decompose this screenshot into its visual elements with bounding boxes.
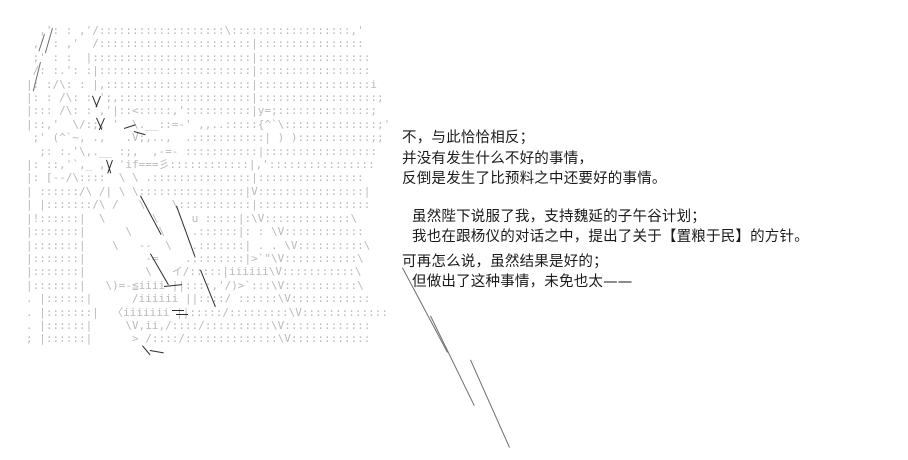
dialogue-paragraph-3: 可再怎么说，虽然结果是好的； 但做出了这种事情，未免也太—— — [402, 252, 894, 293]
dialogue-box: 不，与此恰恰相反； 并没有发生什么不好的事情， 反倒是发生了比预料之中还要好的事… — [402, 128, 894, 293]
dialogue-paragraph-1: 不，与此恰恰相反； 并没有发生什么不好的事情， 反倒是发生了比预料之中还要好的事… — [402, 128, 894, 190]
paragraph-spacer — [402, 190, 894, 207]
dialogue-line: 可再怎么说，虽然结果是好的； — [402, 253, 608, 270]
dialogue-line: 并没有发生什么不好的事情， — [402, 150, 594, 167]
dialogue-line: 虽然陛下说服了我，支持魏延的子午谷计划； — [412, 208, 706, 225]
dialogue-line: 我也在跟杨仪的对话之中，提出了关于【置粮于民】的方针。 — [412, 229, 809, 245]
dialogue-line: 反倒是发生了比预料之中还要好的事情。 — [402, 171, 667, 187]
dialogue-paragraph-2: 虽然陛下说服了我，支持魏延的子午谷计划； 我也在跟杨仪的对话之中，提出了关于【置… — [402, 207, 894, 248]
ascii-art-portrait: ,': : ,'/:::::::::::::::::::\:::::::::::… — [26, 24, 391, 346]
dialogue-line: 但做出了这种事情，未免也太—— — [412, 274, 633, 290]
dialogue-line: 不，与此恰恰相反； — [402, 130, 535, 146]
